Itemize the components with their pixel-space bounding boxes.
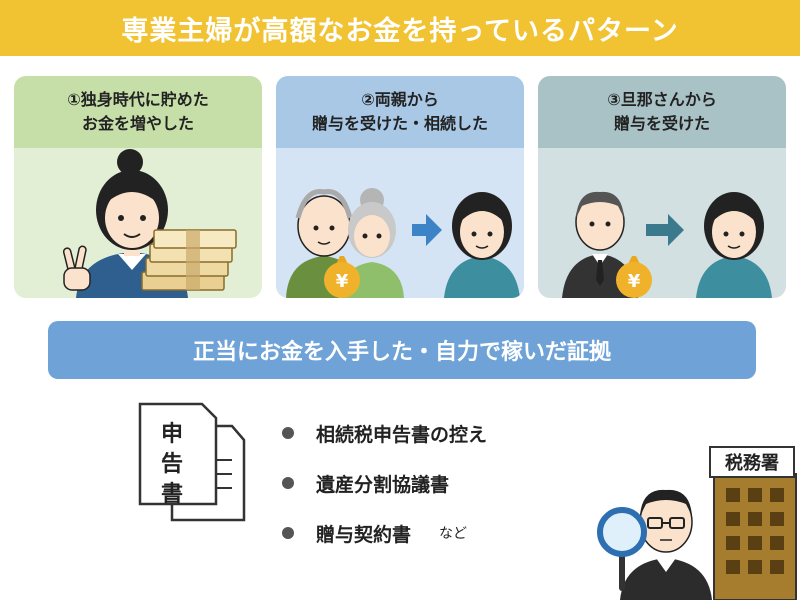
list-item: 遺産分割協議書 <box>282 458 487 508</box>
pattern-card-husband: ③旦那さんから 贈与を受けた ¥ <box>538 76 786 298</box>
husband-gift-illustration: ¥ <box>562 191 772 298</box>
card-heading-line2: 贈与を受けた・相続した <box>311 114 488 133</box>
arrow-right-icon <box>412 214 442 246</box>
money-bag-icon: ¥ <box>324 256 360 298</box>
card-heading-line2: お金を増やした <box>81 114 194 133</box>
page-title: 専業主婦が高額なお金を持っているパターン <box>121 15 679 47</box>
document-label: 贈与契約書 <box>316 523 412 546</box>
document-note: など <box>439 526 468 542</box>
tax-office-inspector-illustration <box>597 473 797 600</box>
card-heading: ②両親から 贈与を受けた・相続した <box>276 76 524 148</box>
evidence-banner: 正当にお金を入手した・自力で稼いだ証拠 <box>48 321 756 379</box>
evidence-text: 正当にお金を入手した・自力で稼いだ証拠 <box>192 340 611 365</box>
document-label: 遺産分割協議書 <box>316 473 450 496</box>
document-char: 書 <box>160 482 183 507</box>
bullet-icon <box>282 477 294 489</box>
pattern-card-parents: ②両親から 贈与を受けた・相続した ¥ <box>276 76 524 298</box>
woman-with-money-illustration <box>62 149 237 298</box>
money-stack-icon <box>141 229 237 291</box>
yen-symbol: ¥ <box>336 271 349 292</box>
evidence-document-list: 相続税申告書の控え 遺産分割協議書 贈与契約書 など <box>282 408 487 558</box>
card-heading-line1: ①独身時代に貯めた <box>67 90 209 109</box>
card-heading: ①独身時代に貯めた お金を増やした <box>14 76 262 148</box>
arrow-right-icon <box>646 214 684 246</box>
card-heading-line1: ②両親から <box>361 90 439 109</box>
list-item: 相続税申告書の控え <box>282 408 487 458</box>
pattern-card-savings: ①独身時代に貯めた お金を増やした <box>14 76 262 298</box>
yen-symbol: ¥ <box>628 271 641 292</box>
glasses-icon <box>647 517 685 529</box>
card-illustration-area: ¥ <box>276 148 524 298</box>
document-char: 告 <box>160 452 183 477</box>
card-illustration-area <box>14 148 262 298</box>
bullet-icon <box>282 427 294 439</box>
card-illustration-area: ¥ <box>538 148 786 298</box>
bullet-icon <box>282 527 294 539</box>
peace-hand-icon <box>62 245 91 291</box>
parents-gift-illustration: ¥ <box>286 188 520 298</box>
magnifying-glass-icon <box>597 507 647 591</box>
tax-return-document-icon: 申 告 書 <box>136 400 246 522</box>
card-heading-line2: 贈与を受けた <box>613 114 710 133</box>
money-bag-icon: ¥ <box>616 256 652 298</box>
card-heading-line1: ③旦那さんから <box>607 90 717 109</box>
title-bar: 専業主婦が高額なお金を持っているパターン <box>0 0 800 56</box>
list-item: 贈与契約書 など <box>282 508 487 558</box>
card-heading: ③旦那さんから 贈与を受けた <box>538 76 786 148</box>
document-char: 申 <box>160 422 183 447</box>
document-label: 相続税申告書の控え <box>316 423 488 446</box>
tax-office-sign: 税務署 <box>709 446 795 478</box>
